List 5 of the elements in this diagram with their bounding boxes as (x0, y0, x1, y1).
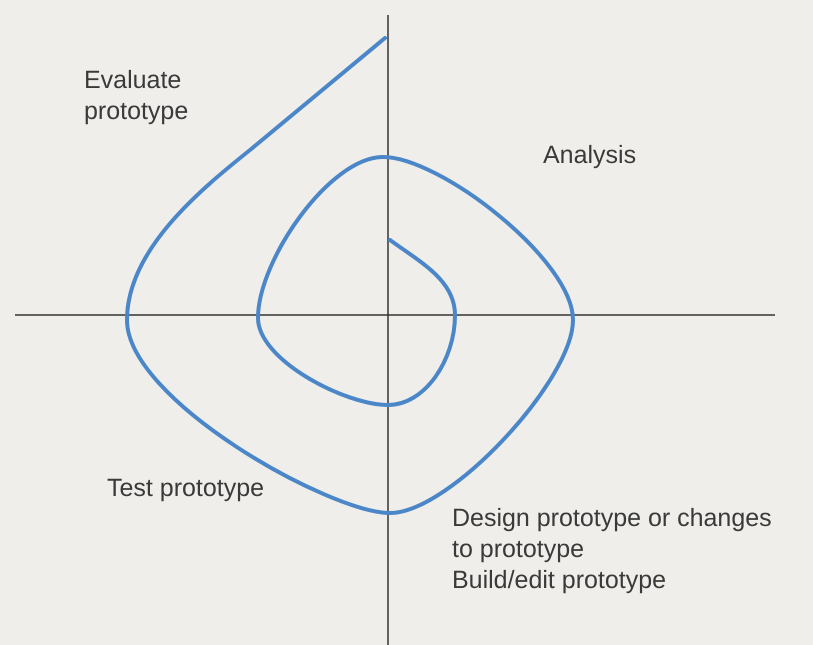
label-text: Test prototype (107, 473, 264, 504)
label-text: Evaluate prototype (84, 65, 190, 127)
label-text: Design prototype or changes to prototype (452, 503, 772, 565)
label-text: Analysis (543, 140, 636, 171)
label-text: Build/edit prototype (452, 565, 666, 596)
